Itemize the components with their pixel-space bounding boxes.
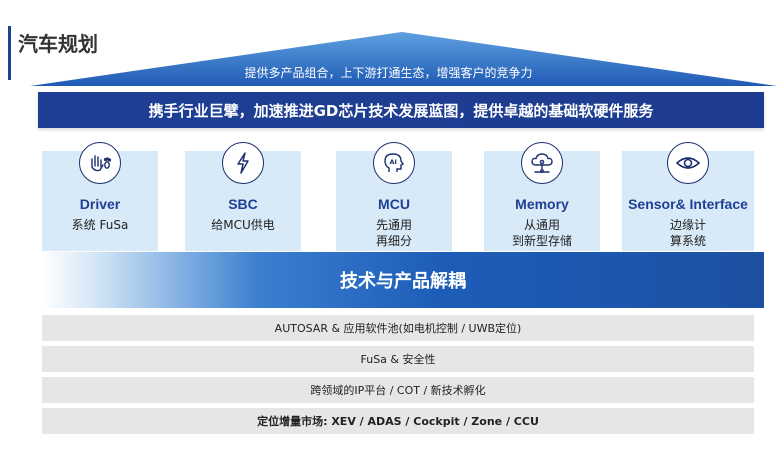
- foundation-layer: FuSa & 安全性: [42, 346, 754, 372]
- pillar-name: SBC: [228, 196, 258, 212]
- pillar-name: Driver: [79, 196, 121, 212]
- pillar-name: MCU: [378, 196, 410, 212]
- pillar-desc: 边缘计 算系统: [669, 218, 706, 248]
- ai-head-icon: AI: [373, 142, 415, 184]
- lightning-bolt-icon: [222, 142, 264, 184]
- pillar-desc: 系统 FuSa: [71, 218, 129, 232]
- eye-icon: [667, 142, 709, 184]
- pillar-memory: Memory 从通用 到新型存储: [484, 142, 600, 251]
- hand-footprint-icon: [79, 142, 121, 184]
- pillar-driver: Driver 系统 FuSa: [42, 142, 158, 251]
- pillar-desc: 给MCU供电: [211, 218, 275, 232]
- pillar-sbc: SBC 给MCU供电: [185, 142, 301, 251]
- strategy-banner: 携手行业巨擘，加速推进GD芯片技术发展蓝图，提供卓越的基础软硬件服务: [38, 92, 764, 128]
- roof-shape: [30, 32, 777, 86]
- roof-caption: 提供多产品组合，上下游打通生态，增强客户的竞争力: [244, 66, 533, 80]
- pillar-name: Sensor& Interface: [628, 196, 748, 212]
- pillar-name: Memory: [515, 196, 569, 212]
- page-title: 汽车规划: [18, 32, 98, 56]
- title-accent-bar: [8, 26, 11, 80]
- foundation-layer: 跨领域的IP平台 / COT / 新技术孵化: [42, 377, 754, 403]
- pillar-sensor-interface: Sensor& Interface 边缘计 算系统: [622, 142, 754, 251]
- cloud-network-icon: [521, 142, 563, 184]
- pillar-mcu: AI MCU 先通用 再细分: [336, 142, 452, 251]
- pillar-desc: 先通用 再细分: [375, 218, 412, 248]
- svg-text:AI: AI: [390, 158, 397, 166]
- decouple-band: 技术与产品解耦: [42, 252, 764, 308]
- foundation-layer: 定位增量市场: XEV / ADAS / Cockpit / Zone / CC…: [42, 408, 754, 434]
- pillar-desc: 从通用 到新型存储: [511, 218, 572, 248]
- foundation-layer: AUTOSAR & 应用软件池(如电机控制 / UWB定位): [42, 315, 754, 341]
